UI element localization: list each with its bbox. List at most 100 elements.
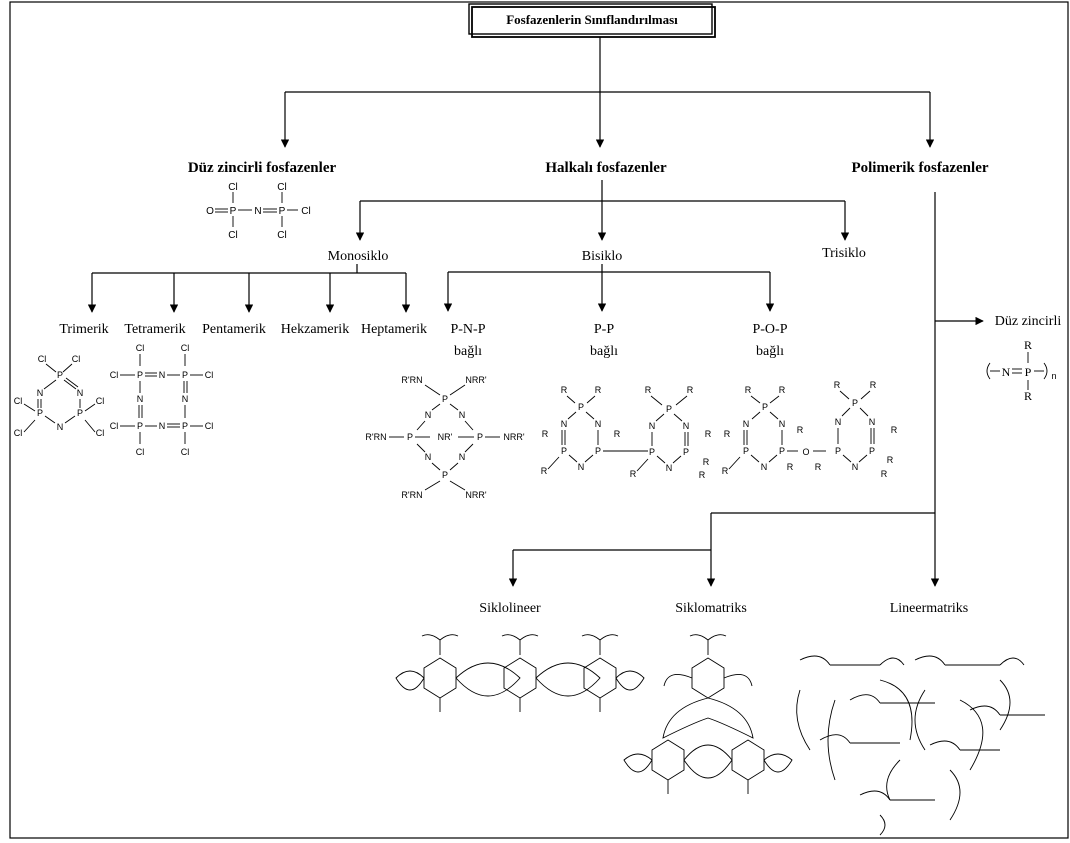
svg-text:Cl: Cl [14, 428, 23, 438]
diagram-title: Fosfazenlerin Sınıflandırılması [506, 12, 678, 27]
siklomatriks-drawing [623, 634, 793, 794]
svg-text:Cl: Cl [110, 370, 119, 380]
bisiklo-pop-sub: bağlı [756, 344, 784, 359]
svg-text:P: P [477, 432, 483, 442]
svg-text:R: R [1024, 389, 1032, 403]
pp-bicyclic-structure: R R P N N R R P P N R R R P N N R P [541, 385, 712, 480]
bisiklo-connectors [443, 264, 775, 312]
svg-text:R: R [815, 462, 822, 472]
svg-text:P: P [279, 206, 286, 217]
svg-text:R: R [699, 470, 706, 480]
svg-text:Cl: Cl [96, 396, 105, 406]
category-halkali: Halkalı fosfazenler [545, 160, 667, 176]
svg-text:R: R [630, 469, 637, 479]
bisiklo-pp-sub: bağlı [590, 344, 618, 359]
svg-text:P: P [595, 446, 601, 456]
lineermatriks-drawing [796, 655, 1045, 836]
svg-text:Cl: Cl [205, 370, 214, 380]
svg-text:O: O [802, 447, 809, 457]
svg-text:N: N [779, 419, 786, 429]
svg-text:Cl: Cl [14, 396, 23, 406]
svg-text:R: R [645, 385, 652, 395]
halkali-bisiklo: Bisiklo [582, 249, 622, 264]
svg-text:R: R [722, 466, 729, 476]
svg-text:N: N [425, 452, 432, 462]
monosiklo-tetramerik: Tetramerik [124, 322, 185, 337]
monosiklo-hekzamerik: Hekzamerik [281, 322, 349, 337]
svg-text:R: R [779, 385, 786, 395]
svg-text:R'RN: R'RN [401, 490, 422, 500]
svg-text:R: R [542, 429, 549, 439]
svg-text:O: O [206, 206, 214, 217]
monosiklo-trimerik: Trimerik [59, 322, 108, 337]
bisiklo-pp: P-P [594, 322, 614, 337]
svg-text:N: N [561, 419, 568, 429]
svg-text:R: R [745, 385, 752, 395]
svg-text:R: R [687, 385, 694, 395]
svg-text:P: P [683, 447, 689, 457]
svg-text:NRR': NRR' [465, 375, 486, 385]
svg-text:R: R [881, 469, 888, 479]
svg-text:n: n [1051, 371, 1056, 381]
svg-text:P: P [561, 446, 567, 456]
polimerik-connectors [508, 192, 984, 587]
svg-text:P: P [852, 398, 858, 408]
svg-text:R: R [1024, 338, 1032, 352]
svg-text:R: R [787, 462, 794, 472]
linear-polymer-formula: R N P n R [986, 338, 1057, 403]
svg-text:P: P [743, 446, 749, 456]
svg-text:N: N [595, 419, 602, 429]
svg-text:P: P [182, 421, 188, 431]
svg-text:N: N [835, 417, 842, 427]
svg-text:R: R [561, 385, 568, 395]
svg-text:N: N [425, 410, 432, 420]
svg-text:N: N [37, 388, 44, 398]
svg-text:NRR': NRR' [503, 432, 524, 442]
svg-text:P: P [762, 402, 768, 412]
svg-text:R: R [834, 380, 841, 390]
diagram-frame [9, 1, 1069, 839]
svg-text:R: R [595, 385, 602, 395]
svg-text:N: N [852, 462, 859, 472]
svg-text:P: P [230, 206, 237, 217]
svg-text:N: N [459, 410, 466, 420]
svg-text:P: P [137, 421, 143, 431]
monosiklo-pentamerik: Pentamerik [202, 322, 266, 337]
svg-text:R: R [887, 455, 894, 465]
bisiklo-pnp: P-N-P [450, 322, 485, 337]
svg-text:R: R [797, 425, 804, 435]
category-polimerik: Polimerik fosfazenler [851, 160, 988, 176]
svg-text:Cl: Cl [228, 230, 237, 241]
svg-text:R'RN: R'RN [365, 432, 386, 442]
monosiklo-heptamerik: Heptamerik [361, 322, 427, 337]
svg-text:Cl: Cl [38, 354, 47, 364]
svg-text:NR': NR' [438, 432, 453, 442]
svg-text:R: R [703, 457, 710, 467]
svg-text:Cl: Cl [228, 182, 237, 193]
svg-text:Cl: Cl [277, 230, 286, 241]
svg-text:N: N [182, 394, 189, 404]
svg-text:N: N [683, 421, 690, 431]
duz-zincirli-structure: Cl Cl O P N P Cl Cl Cl [206, 182, 311, 241]
svg-text:R: R [870, 380, 877, 390]
svg-text:P: P [649, 447, 655, 457]
category-duz-zincirli: Düz zincirli fosfazenler [188, 160, 337, 176]
svg-text:P: P [835, 446, 841, 456]
svg-text:N: N [869, 417, 876, 427]
svg-text:Cl: Cl [181, 343, 190, 353]
polimerik-duz-zincirli: Düz zincirli [995, 314, 1062, 329]
title-box: Fosfazenlerin Sınıflandırılması [468, 3, 716, 38]
polimerik-siklolineer: Siklolineer [479, 601, 541, 616]
svg-text:N: N [137, 394, 144, 404]
svg-text:P: P [57, 370, 63, 380]
pnp-bicyclic-structure: R'RN NRR' P N N R'RN P NR' P NRR' N N P … [365, 375, 524, 500]
svg-text:P: P [137, 370, 143, 380]
svg-text:R: R [891, 425, 898, 435]
svg-text:N: N [743, 419, 750, 429]
svg-text:N: N [77, 388, 84, 398]
svg-text:N: N [649, 421, 656, 431]
svg-text:N: N [761, 462, 768, 472]
svg-text:Cl: Cl [72, 354, 81, 364]
svg-text:P: P [77, 408, 83, 418]
halkali-monosiklo: Monosiklo [328, 249, 389, 264]
